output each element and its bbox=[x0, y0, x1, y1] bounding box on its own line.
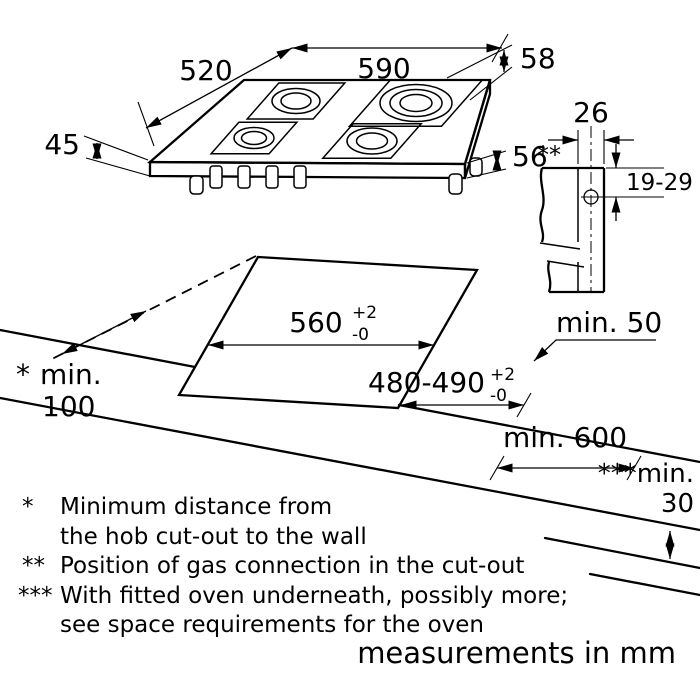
dim-label-26: 26 bbox=[573, 96, 609, 129]
clearance-label-oven-30: 30 bbox=[661, 489, 694, 519]
dim-ext-min-600-left bbox=[489, 455, 505, 481]
footnotes: * Minimum distance from the hob cut-out … bbox=[18, 494, 568, 638]
burner-cap bbox=[355, 132, 389, 150]
burner-inner-ring bbox=[389, 88, 443, 118]
dim-label-520: 520 bbox=[179, 54, 232, 87]
hob-top-surface bbox=[146, 78, 492, 166]
burner-front-left bbox=[233, 126, 275, 150]
footnote-marker-1: * bbox=[22, 494, 34, 520]
measurements-unit-note: measurements in mm bbox=[357, 636, 676, 670]
control-knob-2 bbox=[237, 165, 251, 189]
section-break-line-1 bbox=[539, 242, 581, 250]
footnote-marker-2: ** bbox=[22, 553, 45, 579]
footnote-1-line-2: the hob cut-out to the wall bbox=[60, 524, 367, 550]
burner-cap bbox=[399, 93, 433, 113]
footnote-3-line-2: see space requirements for the oven bbox=[60, 612, 484, 638]
footnote-2-line-1: Position of gas connection in the cut-ou… bbox=[60, 553, 524, 579]
control-knob-3 bbox=[265, 165, 279, 189]
burner-front-right bbox=[346, 127, 398, 155]
dim-label-560-tol-minus: -0 bbox=[352, 325, 369, 345]
dim-line-min-100 bbox=[61, 310, 147, 355]
oven-top-edge bbox=[588, 572, 700, 597]
footnote-3-line-1: With fitted oven underneath, possibly mo… bbox=[60, 583, 568, 609]
dim-label-45: 45 bbox=[44, 128, 80, 161]
gas-connection-section: ** 26 19-29 bbox=[537, 96, 693, 294]
dim-label-480-490-tol-plus: +2 bbox=[490, 365, 515, 385]
cutout-to-wall-dashed-line bbox=[49, 255, 257, 361]
burner-rear-right-wok bbox=[379, 83, 453, 123]
hob-dimensions: 520 590 58 45 56 bbox=[44, 33, 556, 179]
dim-ext-58-bottom bbox=[469, 66, 513, 101]
dim-label-480-490: 480-490 bbox=[368, 366, 485, 399]
dim-ext-45-bottom bbox=[85, 157, 151, 177]
footnote-marker-3: *** bbox=[18, 583, 53, 609]
dim-label-56: 56 bbox=[512, 140, 548, 173]
hob-right-face bbox=[463, 79, 492, 179]
burner-cap bbox=[240, 130, 268, 146]
dim-ext-min-600-right bbox=[626, 455, 642, 481]
dim-label-58: 58 bbox=[520, 42, 556, 75]
dim-label-19-29: 19-29 bbox=[626, 170, 693, 196]
clearance-label-100: 100 bbox=[42, 390, 95, 423]
dim-label-590: 590 bbox=[357, 52, 410, 85]
pan-support-rear-right bbox=[347, 78, 485, 128]
clearance-label-oven-min: ***min. bbox=[598, 459, 694, 489]
worktop-drawing bbox=[0, 255, 700, 597]
gas-connection-marker: ** bbox=[537, 141, 561, 169]
worktop-underside-edge bbox=[543, 536, 700, 570]
hob-foot-right bbox=[448, 173, 463, 195]
dim-ext-58-top bbox=[446, 44, 513, 79]
clearance-marker-wall: * bbox=[16, 358, 30, 391]
dim-ext-590 bbox=[491, 33, 509, 63]
dim-line-520 bbox=[145, 47, 293, 129]
section-left-edge-lower bbox=[547, 261, 552, 293]
burner-rear-left bbox=[271, 87, 321, 115]
dim-ext-56-bottom bbox=[466, 168, 507, 179]
cutout-outline bbox=[177, 255, 479, 410]
pan-support-front-right bbox=[321, 122, 423, 160]
control-knob-4 bbox=[293, 165, 307, 189]
worktop-back-edge-right bbox=[397, 403, 700, 464]
cutout-dimensions: 560 +2 -0 480-490 +2 -0 min. 600 min. 50… bbox=[16, 303, 694, 559]
hob-foot-left bbox=[189, 175, 204, 195]
clearance-label-min: min. bbox=[40, 358, 102, 391]
clearance-label-min-600: min. 600 bbox=[503, 421, 627, 454]
clearance-label-min-50: min. 50 bbox=[556, 306, 662, 339]
dim-ext-480-490 bbox=[516, 392, 532, 418]
control-knob-1 bbox=[209, 165, 223, 189]
burner-ring bbox=[379, 83, 453, 123]
section-break-line-2 bbox=[546, 260, 585, 268]
worktop-front-edge bbox=[0, 396, 700, 532]
section-left-edge-upper bbox=[539, 167, 545, 243]
dim-label-560-tol-plus: +2 bbox=[352, 303, 377, 323]
burner-ring bbox=[346, 127, 398, 155]
burner-ring bbox=[233, 126, 275, 150]
dim-label-560: 560 bbox=[289, 306, 342, 339]
footnote-1-line-1: Minimum distance from bbox=[60, 494, 332, 520]
hob-drawing bbox=[146, 78, 492, 195]
dim-ext-520 bbox=[137, 101, 155, 147]
leader-min-50 bbox=[533, 339, 656, 362]
dim-ext-45-top bbox=[83, 135, 149, 161]
dim-label-480-490-tol-minus: -0 bbox=[490, 386, 507, 406]
